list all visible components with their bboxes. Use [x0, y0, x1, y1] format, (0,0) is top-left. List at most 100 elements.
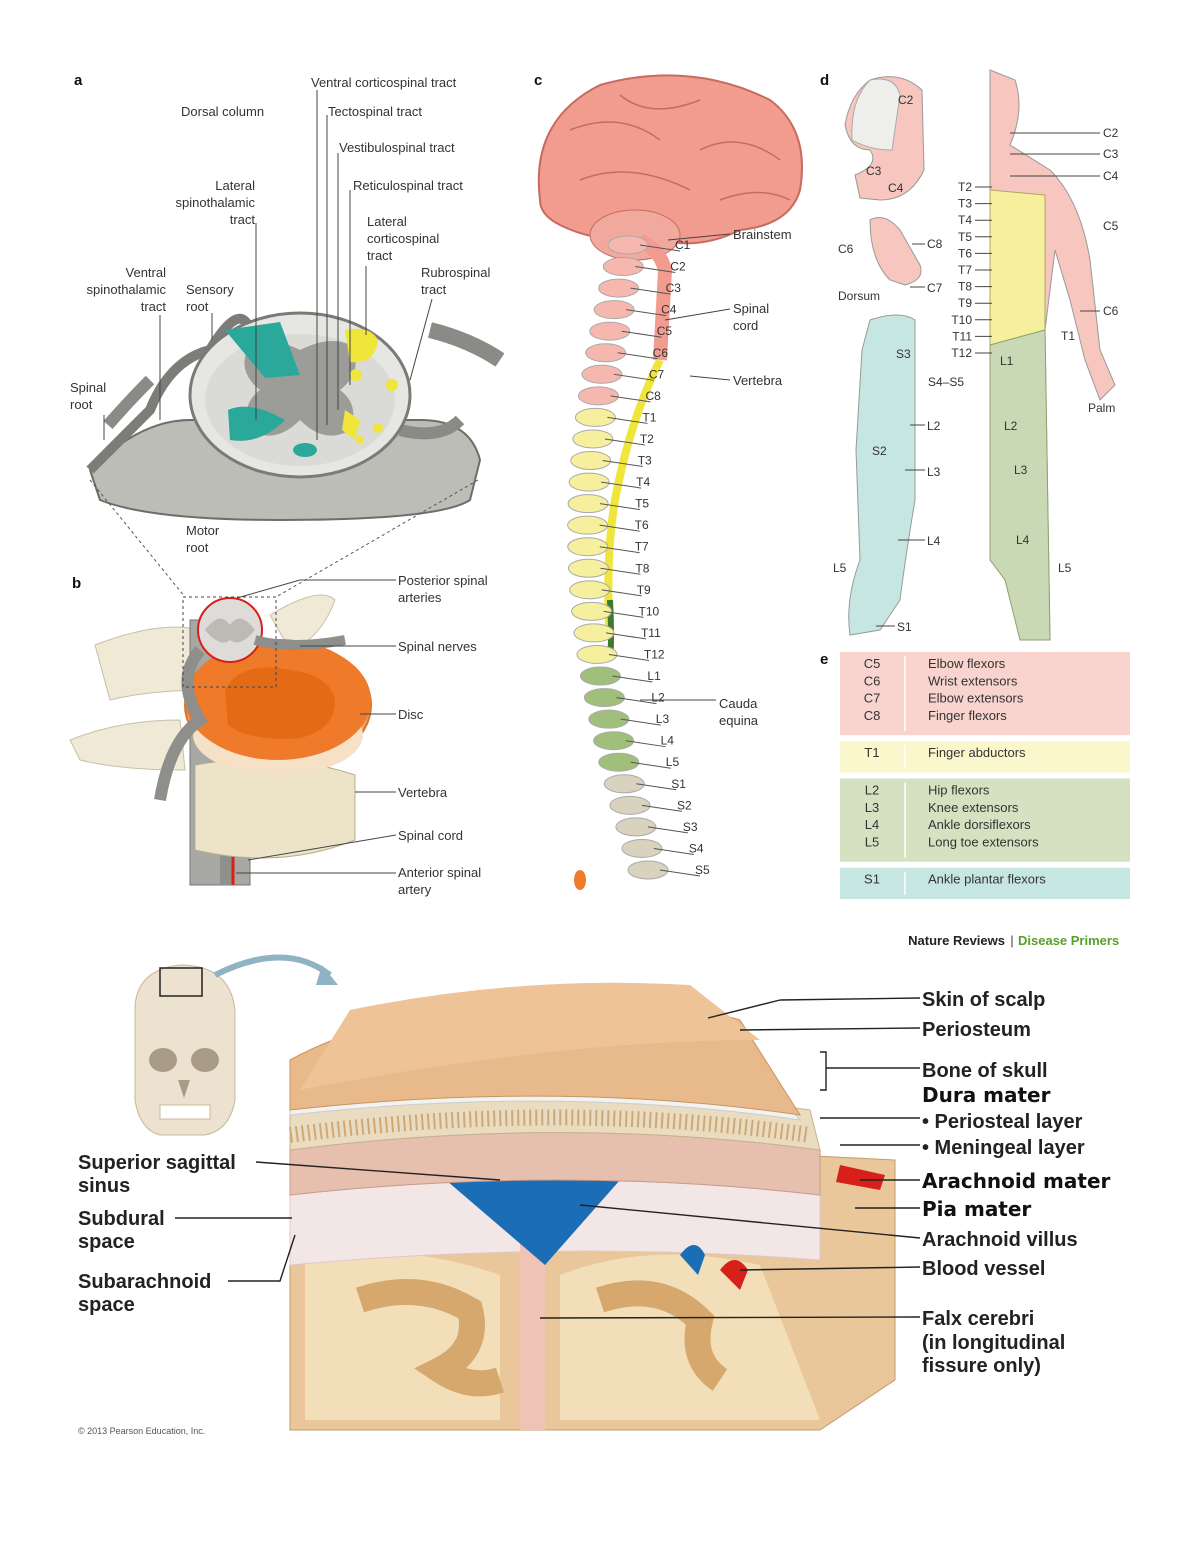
- vertebra-t11: [573, 623, 615, 643]
- tectospinal-area: [373, 423, 383, 433]
- body-right-c6: C6: [1103, 304, 1119, 318]
- body-dermatome: L1 L2 L3 L4 L5: [989, 69, 1116, 641]
- segment-s3: S3: [683, 820, 698, 834]
- segment-t4: T4: [636, 475, 650, 489]
- body-right-c4: C4: [1103, 169, 1119, 183]
- segment-t6: T6: [635, 518, 649, 532]
- label-reticulospinal: Reticulospinal tract: [353, 178, 463, 193]
- meninges-label: Blood vessel: [922, 1258, 1045, 1280]
- myotome-row: [840, 652, 1130, 736]
- myotome-level: L3: [865, 800, 879, 815]
- body-left-t10: T10: [951, 313, 972, 327]
- credit-separator: |: [1010, 933, 1014, 948]
- panel-c: c C1C2C3C4C5C6C7C8T1T2T3T4T5T6T7T8T9T10T…: [534, 72, 803, 890]
- cord-section-illustration: [86, 311, 505, 522]
- hand-dorsum: Dorsum: [838, 289, 880, 303]
- myotome-action: Ankle dorsiflexors: [928, 817, 1031, 832]
- vertebra-c2: [602, 257, 644, 277]
- label-lateral-corticospinal-2: corticospinal: [367, 231, 439, 246]
- body-right-c5: C5: [1103, 219, 1119, 233]
- lateral-spinothalamic-area: [228, 406, 285, 441]
- vertebra-t5: [567, 494, 609, 514]
- myotome-action: Wrist extensors: [928, 673, 1018, 688]
- meninges-left-label: Subdural: [78, 1208, 165, 1230]
- label-motor-root-2: root: [186, 540, 209, 555]
- body-left-t5: T5: [958, 230, 972, 244]
- segment-s4: S4: [689, 841, 704, 855]
- body-left-t11: T11: [952, 329, 972, 343]
- vertebra-l1: [579, 666, 621, 686]
- hand-c8: C8: [927, 237, 943, 251]
- myotome-action: Finger flexors: [928, 708, 1007, 723]
- myotome-level: C6: [864, 673, 881, 688]
- vertebra-c8: [577, 386, 619, 406]
- body-left-t8: T8: [958, 280, 972, 294]
- segment-t2: T2: [640, 432, 654, 446]
- meninges-label: Periosteum: [922, 1019, 1031, 1041]
- meninges-left-label: Subarachnoid: [78, 1271, 211, 1293]
- vertebra-t1: [574, 407, 616, 427]
- label-disc: Disc: [398, 707, 424, 722]
- segment-t1: T1: [642, 410, 656, 424]
- head-dermatome: C2 C3 C4: [844, 76, 925, 201]
- body-left-t9: T9: [958, 296, 972, 310]
- body-left-t7: T7: [958, 263, 972, 277]
- segment-c7: C7: [649, 367, 665, 381]
- meninges-label: Arachnoid villus: [922, 1229, 1078, 1251]
- myotome-action: Elbow flexors: [928, 656, 1006, 671]
- meninges-label: • Periosteal layer: [922, 1111, 1083, 1133]
- vertebra-t10: [571, 601, 613, 621]
- vertebra-t4: [568, 472, 610, 492]
- vertebra-s3: [615, 817, 657, 837]
- myotome-action: Knee extensors: [928, 800, 1019, 815]
- vertebral-column: C1C2C3C4C5C6C7C8T1T2T3T4T5T6T7T8T9T10T11…: [567, 235, 710, 890]
- vertebra-c7: [581, 364, 623, 384]
- label-vertebra-c: Vertebra: [733, 373, 783, 388]
- label-spinal-root-2: root: [70, 397, 93, 412]
- vertebra-l4: [593, 731, 635, 751]
- meninges-left-label: Superior sagittal: [78, 1152, 236, 1174]
- segment-t10: T10: [639, 604, 660, 618]
- vertebra-c3: [598, 278, 640, 298]
- segment-c8: C8: [645, 389, 661, 403]
- body-left-t3: T3: [958, 197, 972, 211]
- body-l4: L4: [1016, 533, 1030, 547]
- body-l3: L3: [1014, 463, 1028, 477]
- body-right-c3: C3: [1103, 147, 1119, 161]
- vertebra-s1: [603, 774, 645, 794]
- vertebra-t8: [567, 558, 609, 578]
- segment-c1: C1: [675, 238, 691, 252]
- label-sensory-root-2: root: [186, 299, 209, 314]
- segment-t3: T3: [638, 454, 652, 468]
- body-left-t12: T12: [951, 346, 972, 360]
- label-ventral-corticospinal: Ventral corticospinal tract: [311, 75, 457, 90]
- label-rubrospinal-1: Rubrospinal: [421, 265, 490, 280]
- segment-l1: L1: [647, 669, 661, 683]
- vertebra-s4: [621, 838, 663, 858]
- myotome-action: Elbow extensors: [928, 691, 1024, 706]
- meninges-label: (in longitudinal: [922, 1332, 1065, 1354]
- segment-c3: C3: [666, 281, 682, 295]
- meninges-label: Arachnoid mater: [922, 1169, 1111, 1193]
- label-brainstem: Brainstem: [733, 227, 792, 242]
- meninges-left-label: space: [78, 1231, 135, 1253]
- segment-c4: C4: [661, 303, 677, 317]
- meninges-label: • Meningeal layer: [922, 1137, 1085, 1159]
- vertebra-c6: [585, 343, 627, 363]
- vertebra-l2: [583, 688, 625, 708]
- leg-l5: L5: [833, 561, 847, 575]
- vertebra-t7: [567, 537, 609, 557]
- label-spinal-cord-2: cord: [733, 318, 758, 333]
- myotome-level: S1: [864, 872, 880, 887]
- label-anterior-spinal-2: artery: [398, 882, 432, 897]
- label-lateral-corticospinal-3: tract: [367, 248, 393, 263]
- myotome-row: [840, 778, 1130, 862]
- label-vestibulospinal: Vestibulospinal tract: [339, 140, 455, 155]
- label-anterior-spinal-1: Anterior spinal: [398, 865, 481, 880]
- segment-l2: L2: [651, 691, 665, 705]
